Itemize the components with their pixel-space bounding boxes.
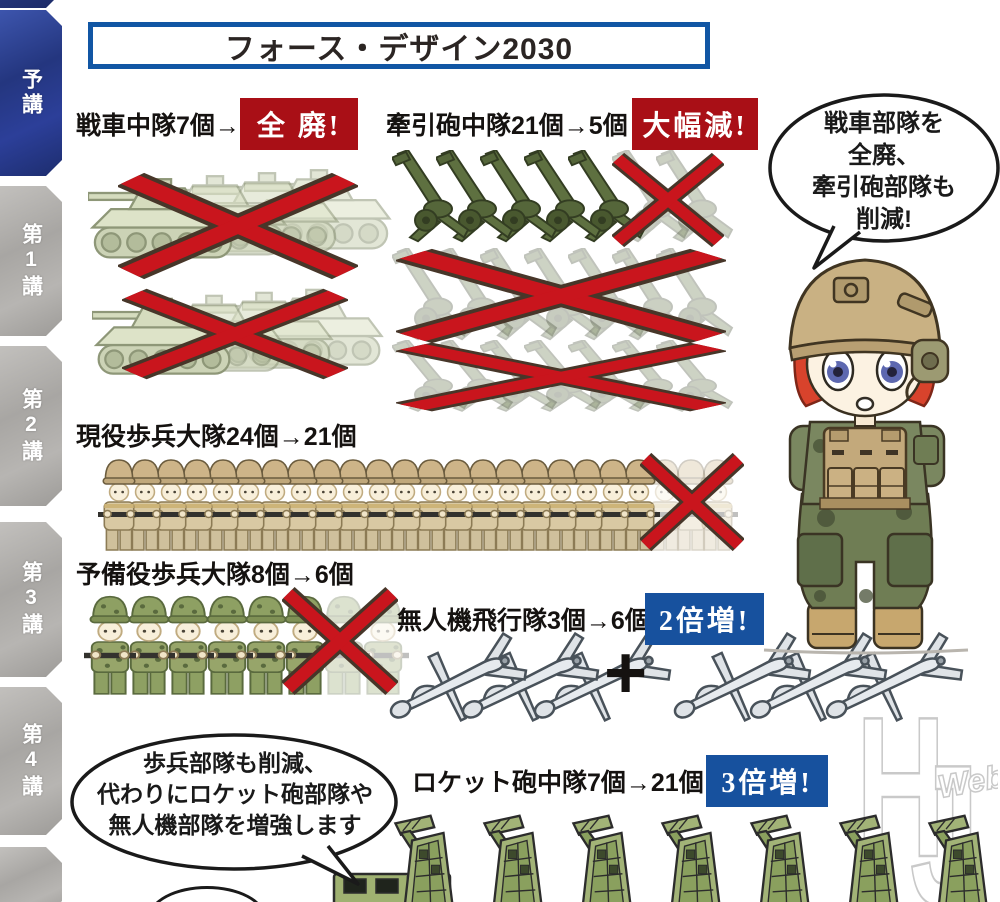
tank-badge: 全 廃!	[240, 98, 358, 150]
artillery-badge: 大幅減!	[632, 98, 758, 150]
character-illustration	[763, 258, 969, 655]
sidebar-tab-yoko[interactable]: 予講	[0, 10, 62, 176]
rocket-launcher-icon	[655, 812, 729, 902]
rocket-row	[330, 812, 1000, 902]
sidebar-tab-partial	[0, 0, 62, 8]
rocket-launcher-icon	[477, 812, 551, 902]
red-cross-icon	[122, 288, 348, 380]
sidebar-tab-partial	[0, 847, 62, 902]
red-cross-icon	[396, 342, 726, 412]
sidebar-tab-lecture4[interactable]: 第4講	[0, 687, 62, 835]
page-title: フォース・デザイン2030	[224, 32, 574, 66]
sidebar-tab-label: 第2講	[19, 387, 43, 465]
sidebar-tab-label: 予講	[19, 68, 43, 118]
drone-badge: 2倍増!	[645, 593, 764, 645]
red-cross-icon	[612, 152, 724, 248]
drone-group	[380, 646, 610, 756]
rocket-launcher-icon	[922, 812, 996, 902]
sidebar-tab-lecture2[interactable]: 第2講	[0, 346, 62, 506]
reserve-section-label: 予備役歩兵大隊8個→6個	[76, 561, 354, 589]
speech-bubble-infantry	[70, 733, 398, 886]
red-cross-icon	[282, 586, 398, 696]
tank-section-label: 戦車中隊7個→	[76, 112, 240, 140]
rocket-launcher-icon	[744, 812, 818, 902]
title-banner: フォース・デザイン2030	[88, 22, 710, 69]
sidebar-tab-label: 第3講	[19, 561, 43, 638]
sidebar-tab-label: 第1講	[19, 222, 43, 300]
infantry-soldier-icon	[98, 452, 140, 552]
speech-bubble-tank-text: 戦車部隊を 全廃、 牽引砲部隊も 削減!	[812, 110, 956, 233]
drone-section-label: 無人機飛行隊3個→6個	[397, 607, 650, 635]
red-cross-icon	[118, 172, 358, 280]
howitzer-icon	[392, 150, 472, 245]
speech-bubble-tank	[768, 93, 1000, 270]
rocket-launcher-icon	[833, 812, 907, 902]
speech-bubble-infantry-text: 歩兵部隊も削減、 代わりにロケット砲部隊や 無人機部隊を増強します	[97, 750, 373, 838]
red-cross-icon	[640, 452, 744, 552]
infantry-section-label: 現役歩兵大隊24個→21個	[76, 423, 357, 451]
plus-sign: +	[604, 631, 648, 714]
sidebar-tab-lecture3[interactable]: 第3講	[0, 522, 62, 677]
red-cross-icon	[396, 248, 726, 344]
rocket-section-label: ロケット砲中隊7個→21個	[412, 769, 704, 797]
rocket-badge: 3倍増!	[706, 755, 828, 807]
reserve-soldier-icon	[84, 588, 136, 696]
sidebar-tab-lecture1[interactable]: 第1講	[0, 186, 62, 336]
rocket-launcher-icon	[566, 812, 640, 902]
artillery-section-label: 牽引砲中隊21個→5個	[386, 112, 628, 140]
sidebar-tab-label: 第4講	[19, 722, 43, 800]
